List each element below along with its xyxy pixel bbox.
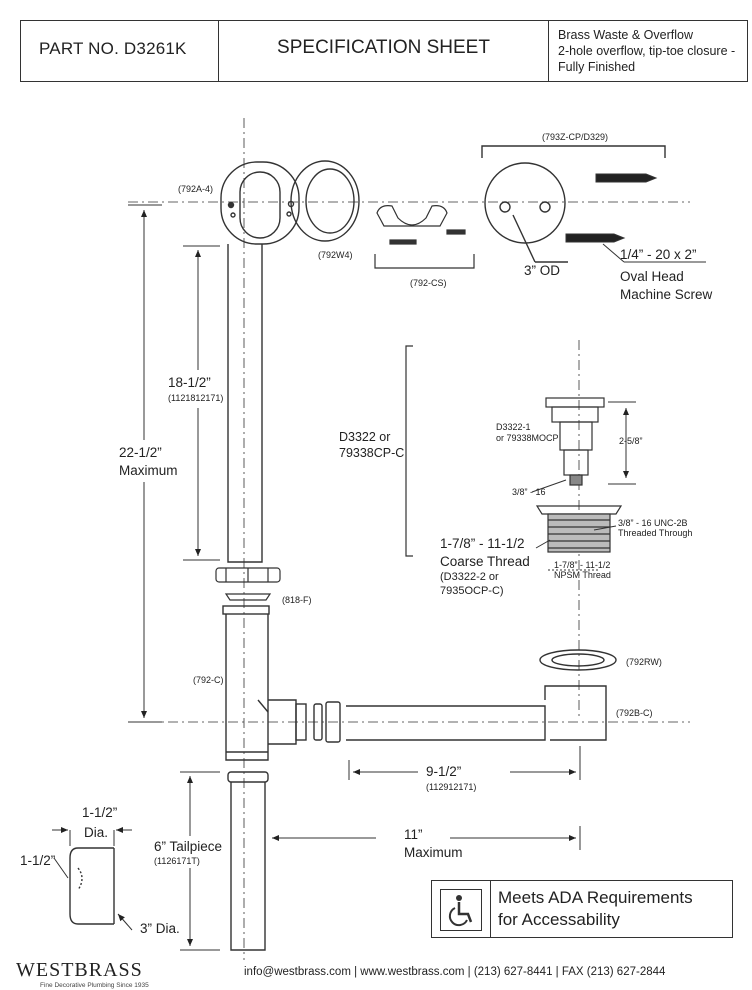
ada-line-2: for Accessability <box>498 910 620 929</box>
label-11: 11” <box>404 827 423 842</box>
label-screw-type: Machine Screw <box>620 287 713 302</box>
label-threaded-through: Threaded Through <box>618 528 693 538</box>
label-792w4: (792W4) <box>318 250 353 260</box>
label-792a4: (792A-4) <box>178 184 214 194</box>
label-tailpiece-code: (1126171T) <box>154 856 200 866</box>
label-dia-1-1-2: 1-1/2” <box>82 805 118 820</box>
slip-nut-818f <box>215 567 281 601</box>
overflow-faceplate <box>481 145 666 263</box>
contact-footer: info@westbrass.com | www.westbrass.com |… <box>244 966 666 978</box>
description-cell: Brass Waste & Overflow 2-hole overflow, … <box>549 21 749 81</box>
label-22-1-2: 22-1/2” <box>119 445 162 460</box>
overflow-gasket <box>290 160 360 242</box>
ada-divider <box>490 881 491 937</box>
label-2-5-8: 2-5/8” <box>619 436 643 446</box>
label-79338cp: 79338CP-C <box>339 446 405 460</box>
drain-arm <box>346 649 617 741</box>
label-unc: 3/8” - 16 UNC-2B <box>618 518 688 528</box>
waste-tee <box>222 605 341 761</box>
label-22-1-2-max: Maximum <box>119 463 178 478</box>
label-793z: (793Z-CP/D329) <box>542 132 609 142</box>
label-3-8-16: 3/8” - 16 <box>512 487 546 497</box>
ada-text: Meets ADA Requirements for Accessability <box>498 887 693 931</box>
label-11-max: Maximum <box>404 845 463 860</box>
label-d3322-1: D3322-1 <box>496 422 531 432</box>
label-tailpiece: 6” Tailpiece <box>154 839 223 854</box>
sheet-title: SPECIFICATION SHEET <box>277 37 490 58</box>
mounting-clip <box>374 205 475 269</box>
desc-line-3: Fully Finished <box>558 60 636 74</box>
label-screw-head: Oval Head <box>620 269 684 284</box>
label-d3322: D3322 or <box>339 430 391 444</box>
part-number: PART NO. D3261K <box>39 39 187 58</box>
label-7935ocp: 7935OCP-C) <box>440 585 504 597</box>
header-table: PART NO. D3261K SPECIFICATION SHEET Bras… <box>20 20 748 82</box>
brand-tagline: Fine Decorative Plumbing Since 1935 <box>40 982 149 989</box>
tailpiece <box>227 771 269 951</box>
label-9-1-2-code: (112912171) <box>426 782 477 792</box>
assembly-bracket <box>405 345 413 557</box>
product-description: Brass Waste & Overflow 2-hole overflow, … <box>558 27 735 75</box>
label-d3322-2: (D3322-2 or <box>440 571 499 583</box>
label-818f: (818-F) <box>282 595 312 605</box>
label-792bc: (792B-C) <box>616 708 653 718</box>
label-dia: Dia. <box>84 825 109 840</box>
label-npsm-size: 1-7/8” - 11-1/2 <box>554 560 611 570</box>
label-coarse-size: 1-7/8” - 11-1/2 <box>440 536 525 551</box>
label-792rw: (792RW) <box>626 657 662 667</box>
label-18-1-2: 18-1/2” <box>168 375 211 390</box>
label-npsm-thread: NPSM Thread <box>554 570 611 580</box>
label-792c: (792-C) <box>193 675 224 685</box>
label-79338mocp: or 79338MOCP <box>496 433 559 443</box>
ada-compliance-box: Meets ADA Requirements for Accessability <box>431 880 733 938</box>
desc-line-1: Brass Waste & Overflow <box>558 28 693 42</box>
desc-line-2: 2-hole overflow, tip-toe closure - <box>558 44 736 58</box>
label-screw-size: 1/4” - 20 x 2” <box>620 247 697 262</box>
label-coarse-thread: Coarse Thread <box>440 554 530 569</box>
overflow-elbow <box>220 161 300 563</box>
label-3-dia: 3” Dia. <box>140 921 180 936</box>
label-792cs: (792-CS) <box>410 278 447 288</box>
ada-line-1: Meets ADA Requirements <box>498 888 693 907</box>
label-3-od: 3” OD <box>524 263 561 278</box>
brand-logo: WESTBRASS <box>16 959 143 981</box>
label-side-1-1-2: 1-1/2” <box>20 853 56 868</box>
machine-screws <box>565 173 706 263</box>
stopper-side-view <box>69 847 115 925</box>
title-cell: SPECIFICATION SHEET <box>219 21 549 81</box>
label-9-1-2: 9-1/2” <box>426 764 462 779</box>
wheelchair-icon <box>440 889 482 931</box>
part-number-cell: PART NO. D3261K <box>21 21 219 81</box>
drain-body <box>535 505 623 553</box>
label-18-1-2-code: (1121812171) <box>168 393 224 403</box>
tiptoe-stopper <box>545 397 605 486</box>
